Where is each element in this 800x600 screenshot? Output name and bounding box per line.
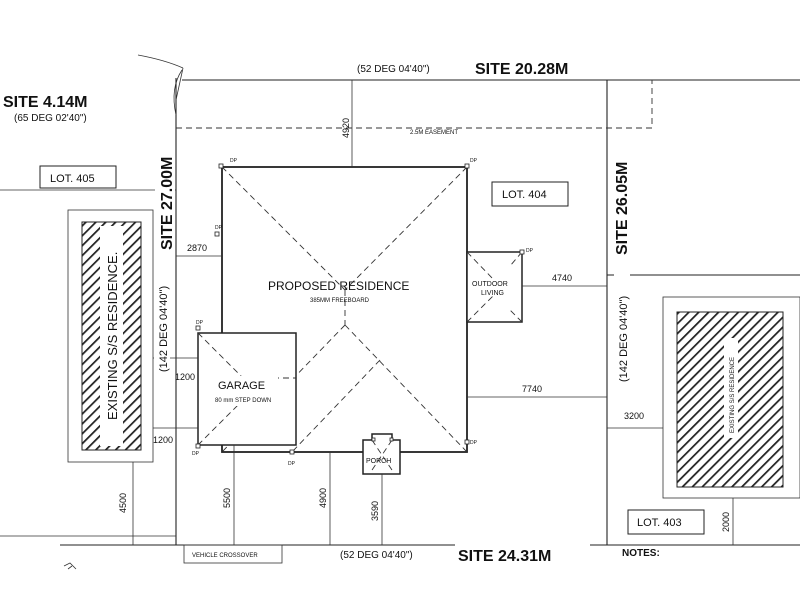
downpipe-marker [289,449,295,455]
corner-line [175,67,184,101]
site-bottom-bearing: (52 DEG 04'40") [340,550,413,561]
neighbour-right-label: EXISTING S/S RESIDENCE [730,357,736,433]
outdoor-roof-line [466,251,495,281]
site-bottom-label: SITE 24.31M [458,548,551,565]
dim-2870: 2870 [187,243,207,253]
site-top-bearing: (52 DEG 04'40") [357,64,430,75]
site-left-label-bg [155,125,175,255]
lot-404-label: LOT. 404 [502,189,547,201]
lot-405-box [39,165,117,189]
downpipe-label: DP [215,225,223,231]
downpipe-marker [371,437,376,442]
lot-403-box [627,509,705,535]
vehicle-crossover-box [183,544,283,564]
dim-5500: 5500 [222,488,232,508]
site-bottom-label-bg [455,544,590,566]
notes-label: NOTES: [622,548,660,559]
lot-405-label: LOT. 405 [50,173,95,185]
neighbour-right-label-bg [724,338,738,438]
dim-4920: 4920 [341,118,351,138]
roof-line [344,324,468,453]
gate-arc [173,69,183,116]
porch-roof-line [371,439,393,471]
site-left-top-label: SITE 4.14M [3,94,87,111]
site-left-label: SITE 27.00M [159,157,176,250]
outdoor-roof-line [466,294,495,323]
downpipe-marker [519,249,525,255]
site-right-label-bg [610,138,630,256]
neighbour-left-label-bg [100,226,123,446]
residence-label: PROPOSED RESIDENCE [268,279,409,293]
corner-curve [137,54,184,69]
dim-3200: 3200 [624,411,644,421]
downpipe-marker [464,439,470,445]
site-top-label-bg [470,58,600,78]
outdoor-label-1: OUTDOOR [472,281,508,288]
neighbour-left-outline [67,209,154,463]
downpipe-marker [464,163,470,169]
vehicle-crossover-label: VEHICLE CROSSOVER [192,553,258,559]
outdoor-roof-line [509,309,523,323]
dim-2000: 2000 [721,512,731,532]
site-left-top-bearing: (65 DEG 02'40") [14,113,87,124]
porch-label: PORCH [366,458,391,465]
downpipe-marker [214,231,220,237]
site-left-bearing: (142 DEG 04'40") [158,286,170,372]
garage-roof-line [197,399,244,446]
lot-403-label: LOT. 403 [637,517,682,529]
outdoor-living-outline [466,251,523,323]
garage-roof-line [197,332,244,379]
dim-1200b: 1200 [153,435,173,445]
downpipe-label: DP [288,461,296,467]
site-right-bearing-bg [614,272,630,384]
porch-roof-line [371,439,393,471]
downpipe-marker [218,163,224,169]
roof-line [221,166,346,291]
neighbour-left-label: EXISTING S/S RESIDENCE. [105,252,120,420]
downpipe-label: DP [192,451,200,457]
garage-label: GARAGE [218,380,265,392]
garage-label-bg [214,376,278,406]
dim-7740: 7740 [522,384,542,394]
porch-outline [362,433,401,475]
garage-sublabel: 80 mm STEP DOWN [215,398,271,404]
downpipe-marker [195,443,201,449]
downpipe-marker [195,325,201,331]
dim-3590: 3590 [370,501,380,521]
roof-line [291,359,381,453]
roof-line [344,166,468,291]
dim-4740: 4740 [552,273,572,283]
neighbour-right-outline [662,296,800,499]
site-right-label: SITE 26.05M [614,162,631,255]
dim-1200a: 1200 [175,372,195,382]
dim-4500: 4500 [118,493,128,513]
downpipe-label: DP [470,158,478,164]
easement-label: 2.5M EASEMENT [410,130,458,136]
easement-outline [176,80,653,129]
site-top-label: SITE 20.28M [475,61,568,78]
downpipe-label: DP [470,440,478,446]
downpipe-label: DP [196,320,204,326]
downpipe-label: DP [526,248,534,254]
downpipe-label: DP [230,158,238,164]
residence-sublabel: 385MM FREEBOARD [310,298,370,304]
dim-4900: 4900 [318,488,328,508]
site-left-bearing-bg [154,262,170,374]
lot-404-box [491,181,569,207]
north-mark [63,562,77,570]
outdoor-label-2: LIVING [481,290,504,297]
downpipe-marker [389,437,394,442]
site-right-bearing: (142 DEG 04'40") [618,296,630,382]
